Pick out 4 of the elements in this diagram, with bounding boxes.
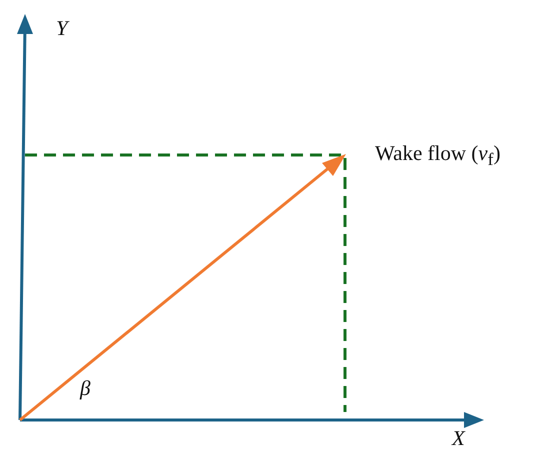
vector-label: Wake flow (v$_{f}$) <box>375 143 500 169</box>
angle-label: β <box>80 378 90 399</box>
axis-label: X <box>452 428 465 449</box>
axis-label: Y <box>56 18 68 39</box>
